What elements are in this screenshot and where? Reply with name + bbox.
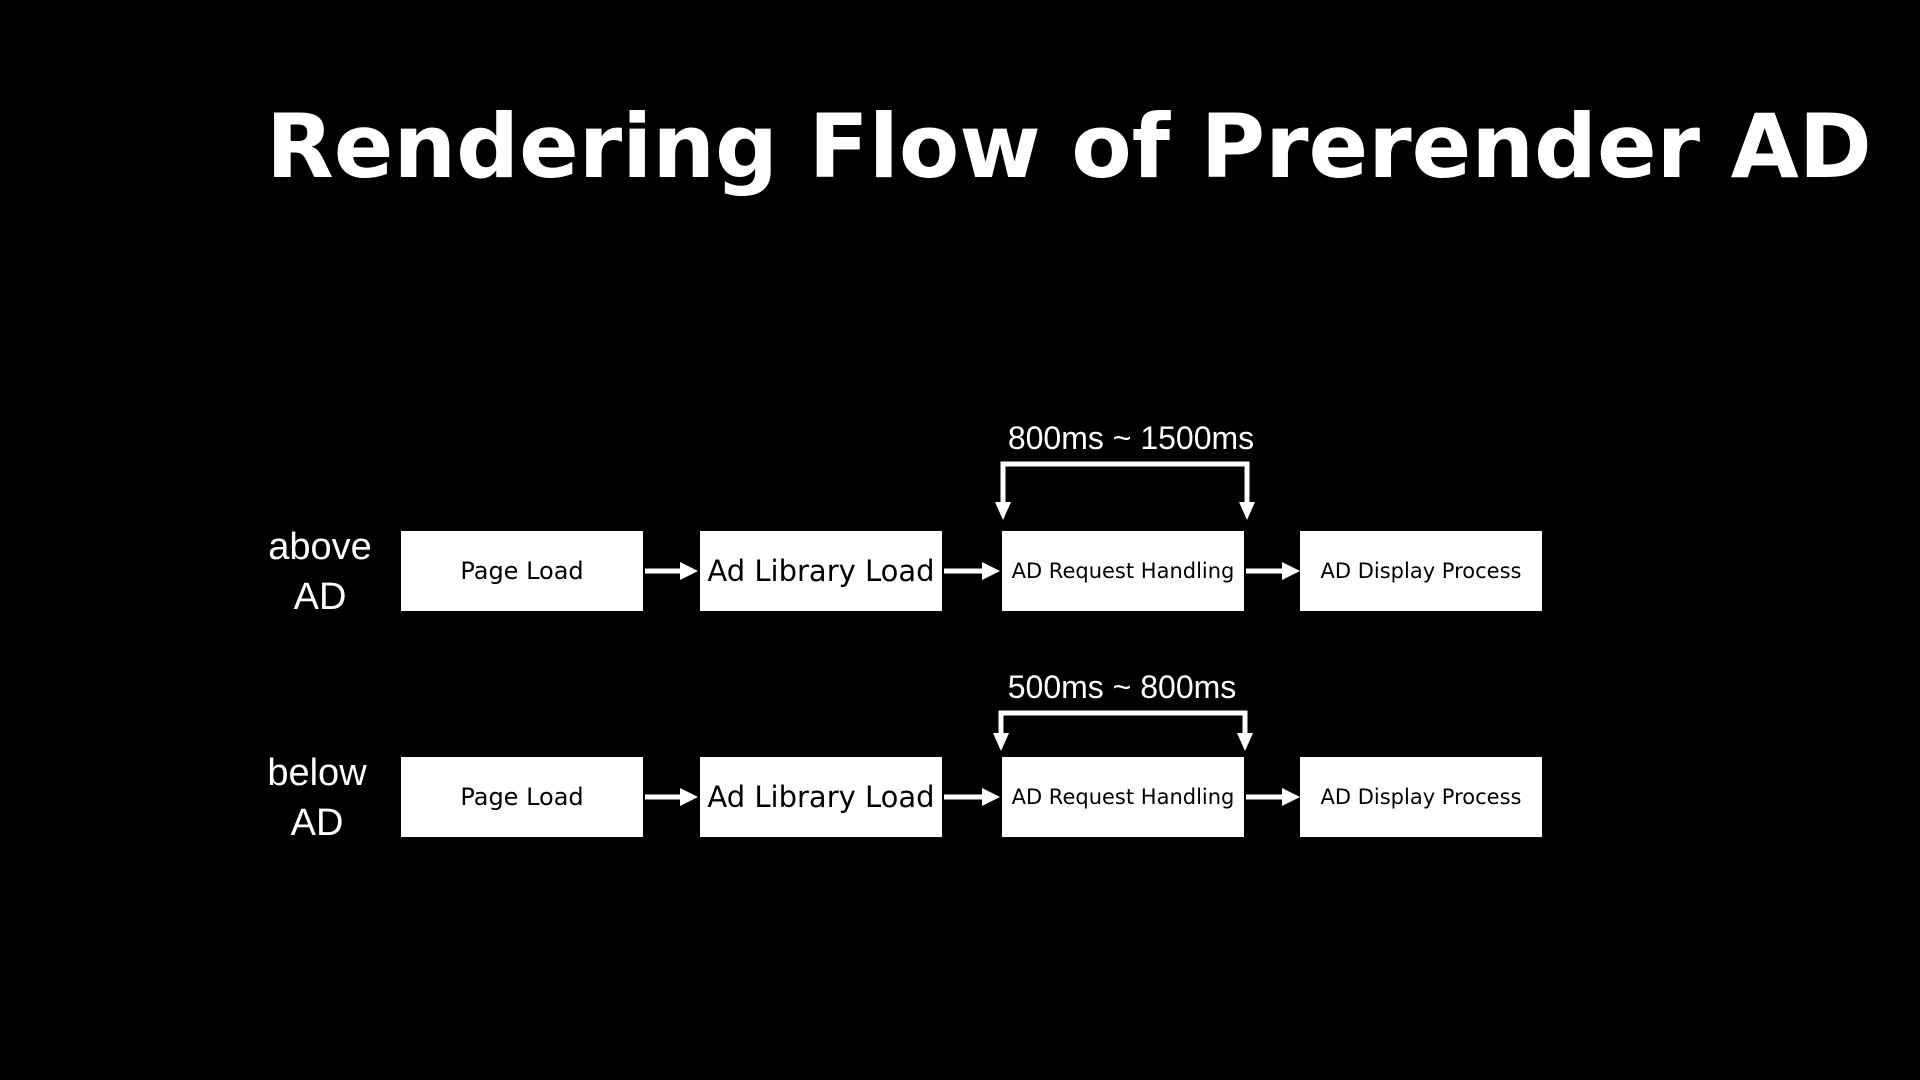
arrow-down-icon bbox=[1237, 733, 1253, 751]
arrow-down-icon bbox=[995, 502, 1011, 520]
arrow-down-icon bbox=[993, 733, 1009, 751]
arrow-right-icon bbox=[1246, 788, 1300, 806]
step-ad-request-handling-below: AD Request Handling bbox=[1002, 757, 1244, 837]
arrow-right-icon bbox=[645, 788, 698, 806]
arrow-down-icon bbox=[1239, 502, 1255, 520]
step-ad-library-load-below: Ad Library Load bbox=[700, 757, 942, 837]
timing-bracket-above bbox=[1000, 461, 1250, 503]
timing-bracket-below bbox=[998, 710, 1248, 733]
step-ad-request-handling-above: AD Request Handling bbox=[1002, 531, 1244, 611]
row-label-below: below AD bbox=[247, 748, 387, 848]
row-label-above-line2: AD bbox=[293, 576, 347, 618]
row-label-above-line1: above bbox=[268, 526, 372, 568]
step-page-load-above: Page Load bbox=[401, 531, 643, 611]
step-ad-library-load-above: Ad Library Load bbox=[700, 531, 942, 611]
step-page-load-below: Page Load bbox=[401, 757, 643, 837]
arrow-right-icon bbox=[1246, 562, 1300, 580]
step-ad-display-process-above: AD Display Process bbox=[1300, 531, 1542, 611]
arrow-right-icon bbox=[944, 562, 1000, 580]
timing-label-below: 500ms ~ 800ms bbox=[1007, 669, 1237, 705]
row-label-above: above AD bbox=[250, 522, 390, 622]
arrow-right-icon bbox=[944, 788, 1000, 806]
timing-label-above: 800ms ~ 1500ms bbox=[1007, 420, 1255, 456]
row-label-below-line2: AD bbox=[290, 802, 344, 844]
arrow-right-icon bbox=[645, 562, 698, 580]
slide-title: Rendering Flow of Prerender AD bbox=[266, 95, 1872, 198]
step-ad-display-process-below: AD Display Process bbox=[1300, 757, 1542, 837]
row-label-below-line1: below bbox=[267, 752, 367, 794]
